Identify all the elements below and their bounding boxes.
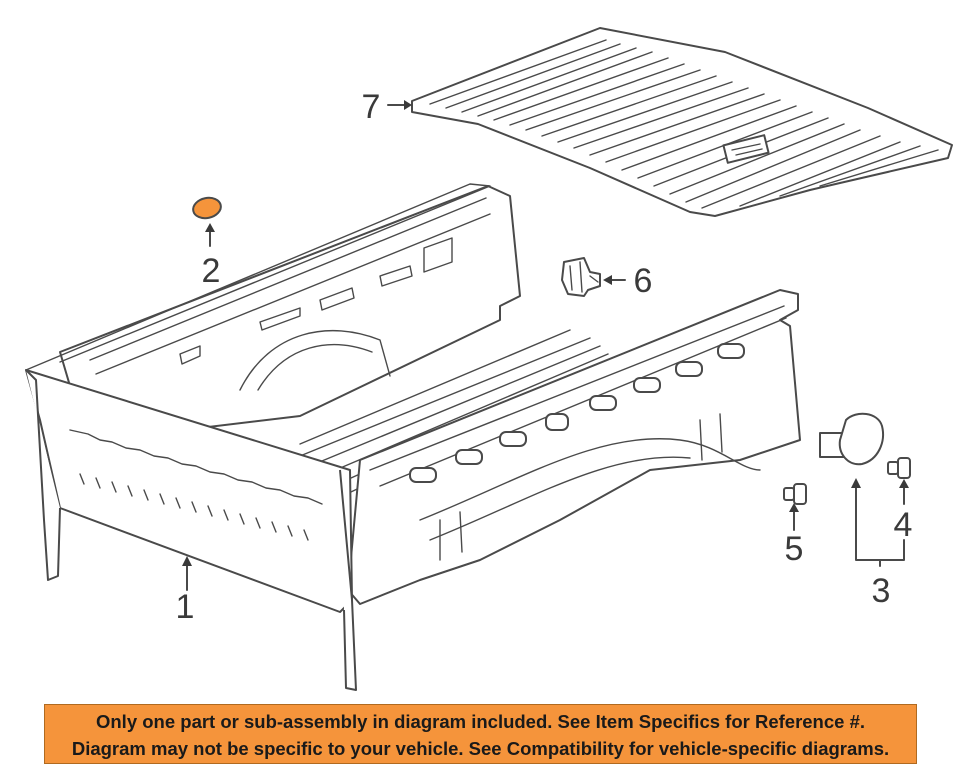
pickup-box-part-1 — [25, 183, 801, 691]
arrow-1 — [182, 556, 192, 566]
tie-down-part-3 — [819, 412, 884, 466]
arrow-6 — [603, 275, 612, 285]
disclaimer-line-1: Only one part or sub-assembly in diagram… — [95, 711, 865, 732]
disclaimer-line-2: Diagram may not be specific to your vehi… — [71, 738, 890, 759]
arrow-5 — [789, 503, 799, 512]
callout-1: 1 — [176, 588, 195, 626]
parts-diagram: 1 2 3 4 5 6 7 — [25, 27, 953, 691]
callout-3: 3 — [872, 572, 891, 610]
bed-mat-part-7 — [411, 27, 953, 217]
callout-2: 2 — [202, 252, 221, 290]
bolt-part-5 — [783, 483, 807, 505]
callout-4: 4 — [894, 506, 913, 544]
arrow-7 — [404, 100, 412, 110]
callout-7: 7 — [362, 88, 381, 126]
arrow-3 — [851, 478, 861, 488]
arrow-4 — [899, 479, 909, 488]
disclaimer-banner: Only one part or sub-assembly in diagram… — [44, 704, 917, 764]
bolt-part-4 — [887, 457, 911, 479]
clip-part-6 — [561, 257, 601, 297]
callout-6: 6 — [634, 262, 653, 300]
plug-part-2 — [192, 196, 222, 220]
arrow-2 — [205, 223, 215, 232]
callout-5: 5 — [785, 530, 804, 568]
